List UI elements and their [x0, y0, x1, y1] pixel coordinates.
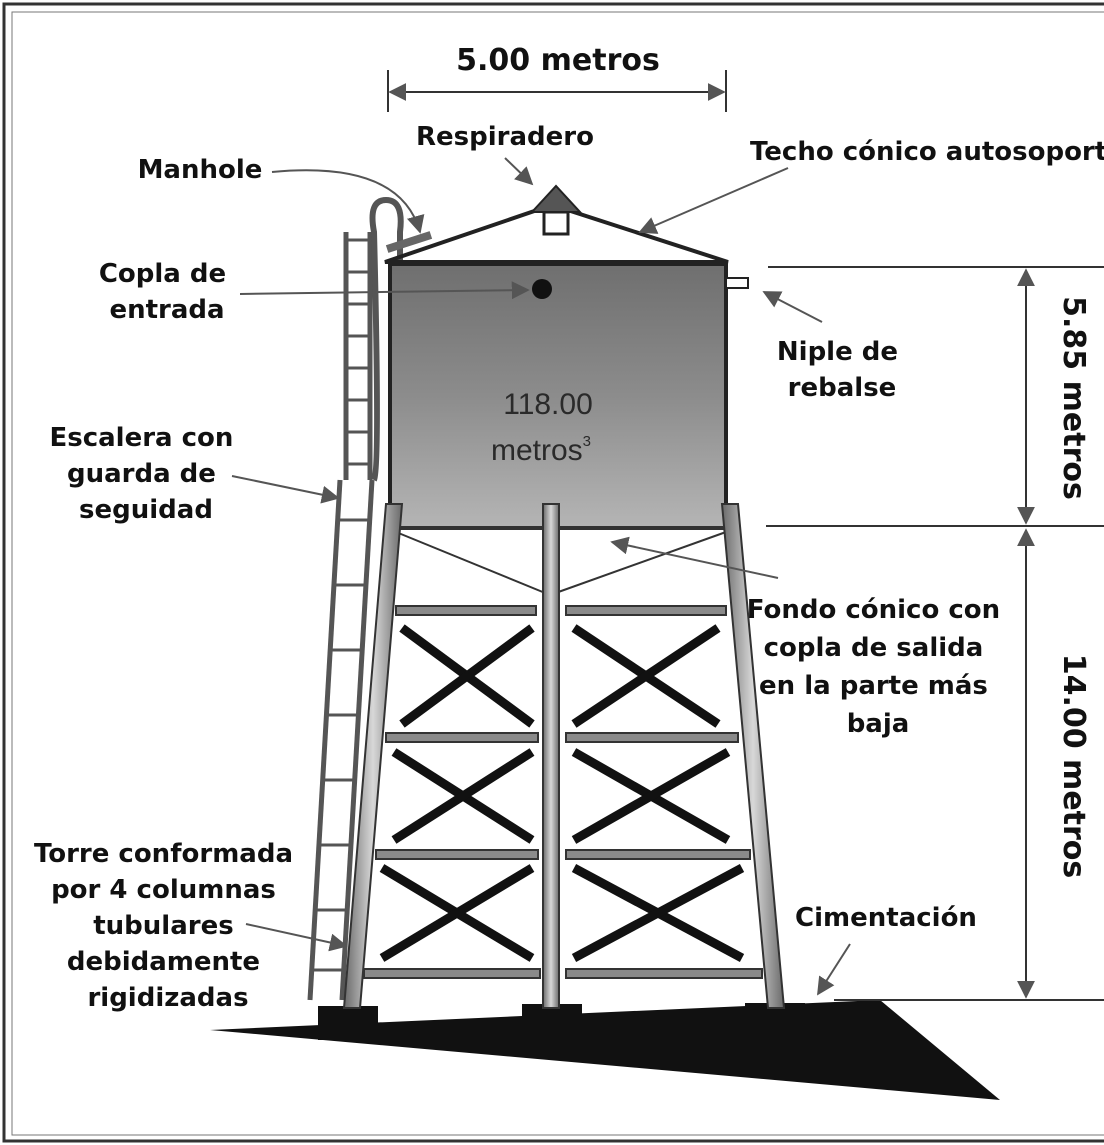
- escalera-arrow: [231, 475, 340, 504]
- width-dimension: [387, 70, 727, 112]
- column-left: [342, 503, 404, 1009]
- tank-volume-exponent: 3: [583, 433, 591, 450]
- escalera-line-2: guarda de: [67, 459, 216, 489]
- niple-line-1: Niple de: [777, 337, 898, 367]
- footing-left: [318, 1006, 378, 1040]
- overflow-nipple: [725, 277, 749, 289]
- torre-line-2: por 4 columnas: [51, 875, 276, 905]
- niple-arrow: [762, 291, 823, 323]
- torre-line-3: tubulares: [93, 911, 233, 941]
- respiradero-label: Respiradero: [416, 122, 594, 152]
- manhole: [385, 231, 433, 253]
- techo-arrow: [638, 167, 789, 234]
- fondo-line-2: copla de salida: [764, 633, 984, 663]
- niple-label: Niple de rebalse: [777, 337, 907, 403]
- fondo-line-4: baja: [847, 709, 910, 739]
- torre-arrow: [245, 923, 348, 952]
- tank-height-dimension: [766, 266, 1104, 527]
- tank-volume-unit-word: metros: [491, 434, 583, 467]
- cimentacion-arrow: [817, 943, 851, 996]
- manhole-label: Manhole: [138, 155, 263, 185]
- techo-label: Techo cónico autosoport: [750, 137, 1104, 167]
- tower-height-dimension: [834, 528, 1104, 1001]
- ladder: [307, 196, 404, 1001]
- fondo-label: Fondo cónico con copla de salida en la p…: [747, 595, 1009, 739]
- tower-height-label: 14.00 metros: [1056, 654, 1091, 879]
- column-right: [720, 503, 786, 1009]
- copla-entrada-line-1: Copla de: [99, 259, 226, 289]
- escalera-line-1: Escalera con: [49, 423, 233, 453]
- tank-volume-unit: metros3: [491, 433, 591, 467]
- fondo-line-1: Fondo cónico con: [747, 595, 1000, 625]
- horizontal-braces: [363, 605, 763, 979]
- fondo-arrow: [610, 536, 779, 579]
- niple-line-2: rebalse: [788, 373, 897, 403]
- column-center: [542, 503, 560, 1009]
- footing-center: [522, 1004, 582, 1038]
- manhole-arrow: [271, 169, 425, 234]
- tank-height-label: 5.85 metros: [1056, 296, 1091, 500]
- escalera-line-3: seguidad: [79, 495, 213, 525]
- copla-entrada-label: Copla de entrada: [99, 259, 235, 325]
- frame-border-inner: [11, 11, 1104, 1136]
- copla-entrada-line-2: entrada: [109, 295, 224, 325]
- respiradero-arrow: [504, 157, 534, 186]
- cimentacion-label: Cimentación: [795, 903, 977, 933]
- torre-line-1: Torre conformada: [34, 839, 293, 869]
- leader-arrows: [231, 157, 851, 996]
- copla-entrada-arrow: [239, 281, 530, 300]
- vent: [529, 184, 583, 236]
- torre-line-5: rigidizadas: [87, 983, 248, 1013]
- inlet-coupling: [532, 279, 552, 299]
- torre-label: Torre conformada por 4 columnas tubulare…: [34, 839, 302, 1013]
- cross-braces: [379, 624, 745, 962]
- torre-line-4: debidamente: [67, 947, 260, 977]
- escalera-label: Escalera con guarda de seguidad: [49, 423, 242, 525]
- fondo-line-3: en la parte más: [759, 671, 988, 701]
- width-dimension-label: 5.00 metros: [456, 43, 660, 78]
- tank-volume-value: 118.00: [503, 388, 593, 421]
